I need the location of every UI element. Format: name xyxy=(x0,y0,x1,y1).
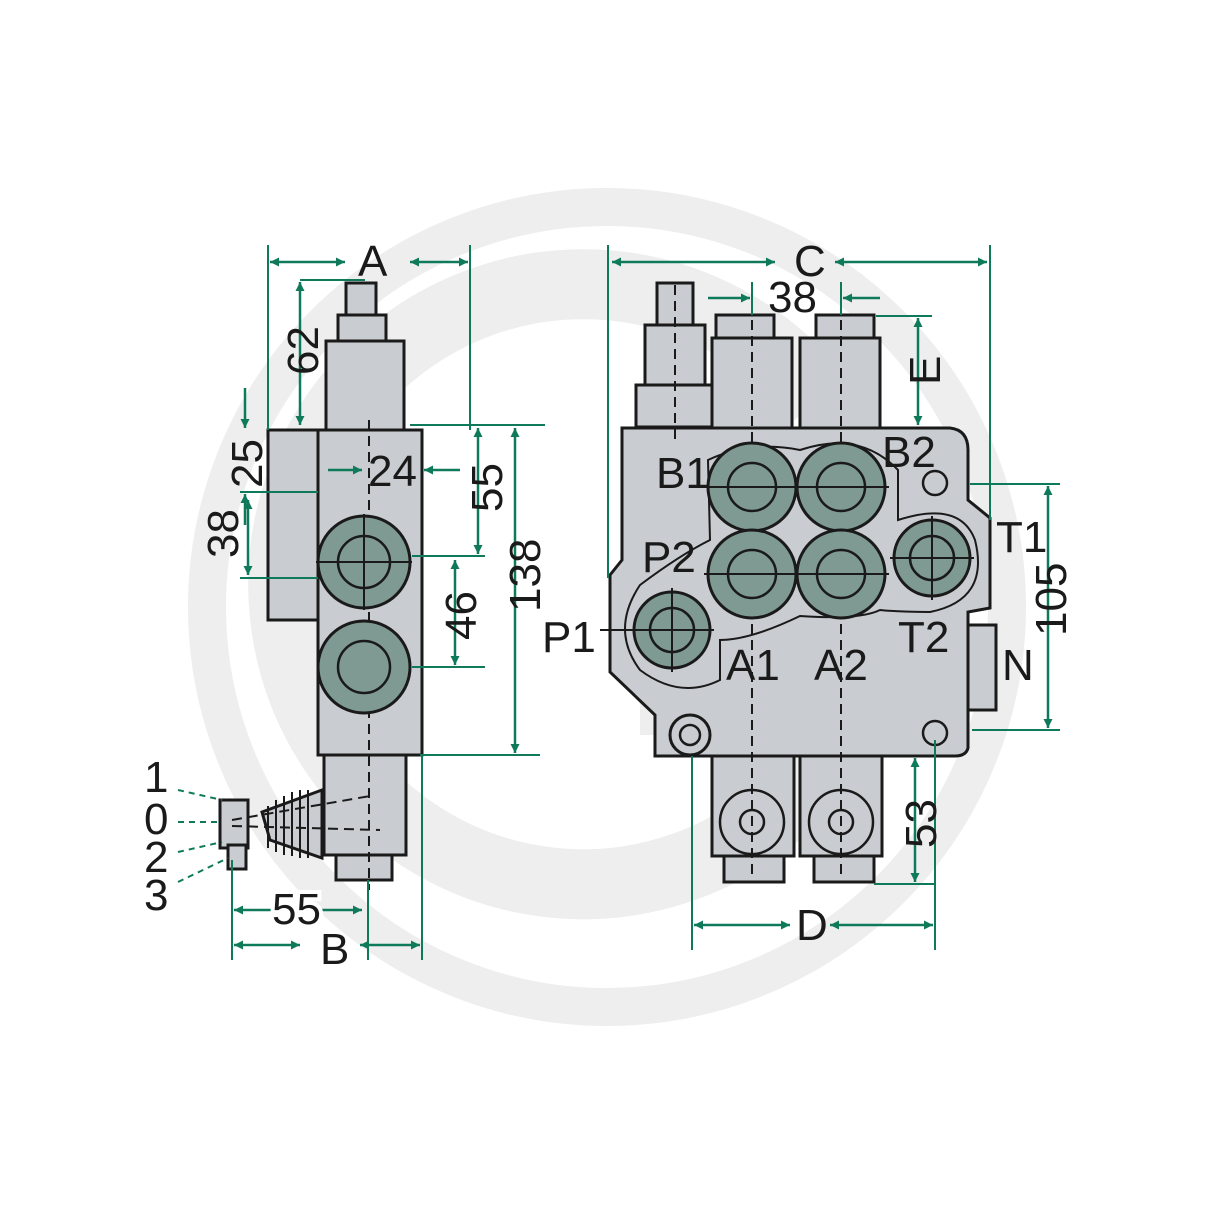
watermark-logo xyxy=(188,188,1026,1026)
side-relief-nut xyxy=(344,281,378,317)
lever-handle[interactable] xyxy=(218,798,250,850)
dim-25-label: 25 xyxy=(223,439,272,488)
lever-position-3: 3 xyxy=(144,871,168,920)
port-label-p1: P1 xyxy=(542,613,596,662)
dim-38-side-label: 38 xyxy=(199,509,248,558)
spool-cap-bottom-2 xyxy=(812,854,876,884)
lever-position-1: 1 xyxy=(144,753,168,802)
side-spool-housing xyxy=(322,753,408,857)
port-a2 xyxy=(793,528,889,620)
port-label-a2: A2 xyxy=(814,641,868,690)
side-port-lower xyxy=(316,619,412,715)
dim-53-label: 53 xyxy=(897,799,946,848)
side-port-upper xyxy=(316,514,412,610)
front-port-plate xyxy=(624,442,979,689)
dim-e-label: E xyxy=(901,356,950,385)
lever-grip[interactable] xyxy=(226,843,248,871)
spool-cap-bottom-1 xyxy=(722,854,786,884)
port-label-p2: P2 xyxy=(642,533,696,582)
port-label-t1: T1 xyxy=(996,513,1047,562)
dim-d-label: D xyxy=(796,901,828,950)
dim-62-label: 62 xyxy=(279,326,328,375)
port-label-t2: T2 xyxy=(898,613,949,662)
port-label-b2: B2 xyxy=(882,428,936,477)
mount-hole-bottom-left xyxy=(668,713,712,757)
port-label-b1: B1 xyxy=(656,449,710,498)
port-t1 xyxy=(890,516,974,600)
dim-38-front-label: 38 xyxy=(768,273,817,322)
port-label-a1: A1 xyxy=(726,641,780,690)
dim-b-label: B xyxy=(320,925,349,974)
front-view: B1 B2 P2 P1 A1 A2 T1 T2 N C 38 E 105 53 … xyxy=(542,237,1076,950)
lever-position-0: 0 xyxy=(144,795,168,844)
side-relief-base xyxy=(336,313,388,343)
port-label-n: N xyxy=(1002,641,1034,690)
dim-105-label: 105 xyxy=(1027,563,1076,636)
port-p1 xyxy=(600,588,714,672)
dim-55-bottom-label: 55 xyxy=(272,885,321,934)
side-view: A 62 25 38 24 55 46 138 55 B 1 xyxy=(144,237,550,974)
side-top-cap xyxy=(324,339,406,432)
dim-a-label: A xyxy=(358,237,388,286)
dim-c-label: C xyxy=(794,237,826,286)
lever-position-2: 2 xyxy=(144,833,168,882)
side-flange xyxy=(266,428,320,622)
side-spool-cap xyxy=(334,853,394,882)
dim-24-label: 24 xyxy=(368,447,417,496)
dim-46-label: 46 xyxy=(437,591,486,640)
dim-55-top-label: 55 xyxy=(463,463,512,512)
dim-138-label: 138 xyxy=(501,539,550,612)
mount-hole-top-right xyxy=(921,469,949,497)
port-n-plug xyxy=(966,623,998,712)
